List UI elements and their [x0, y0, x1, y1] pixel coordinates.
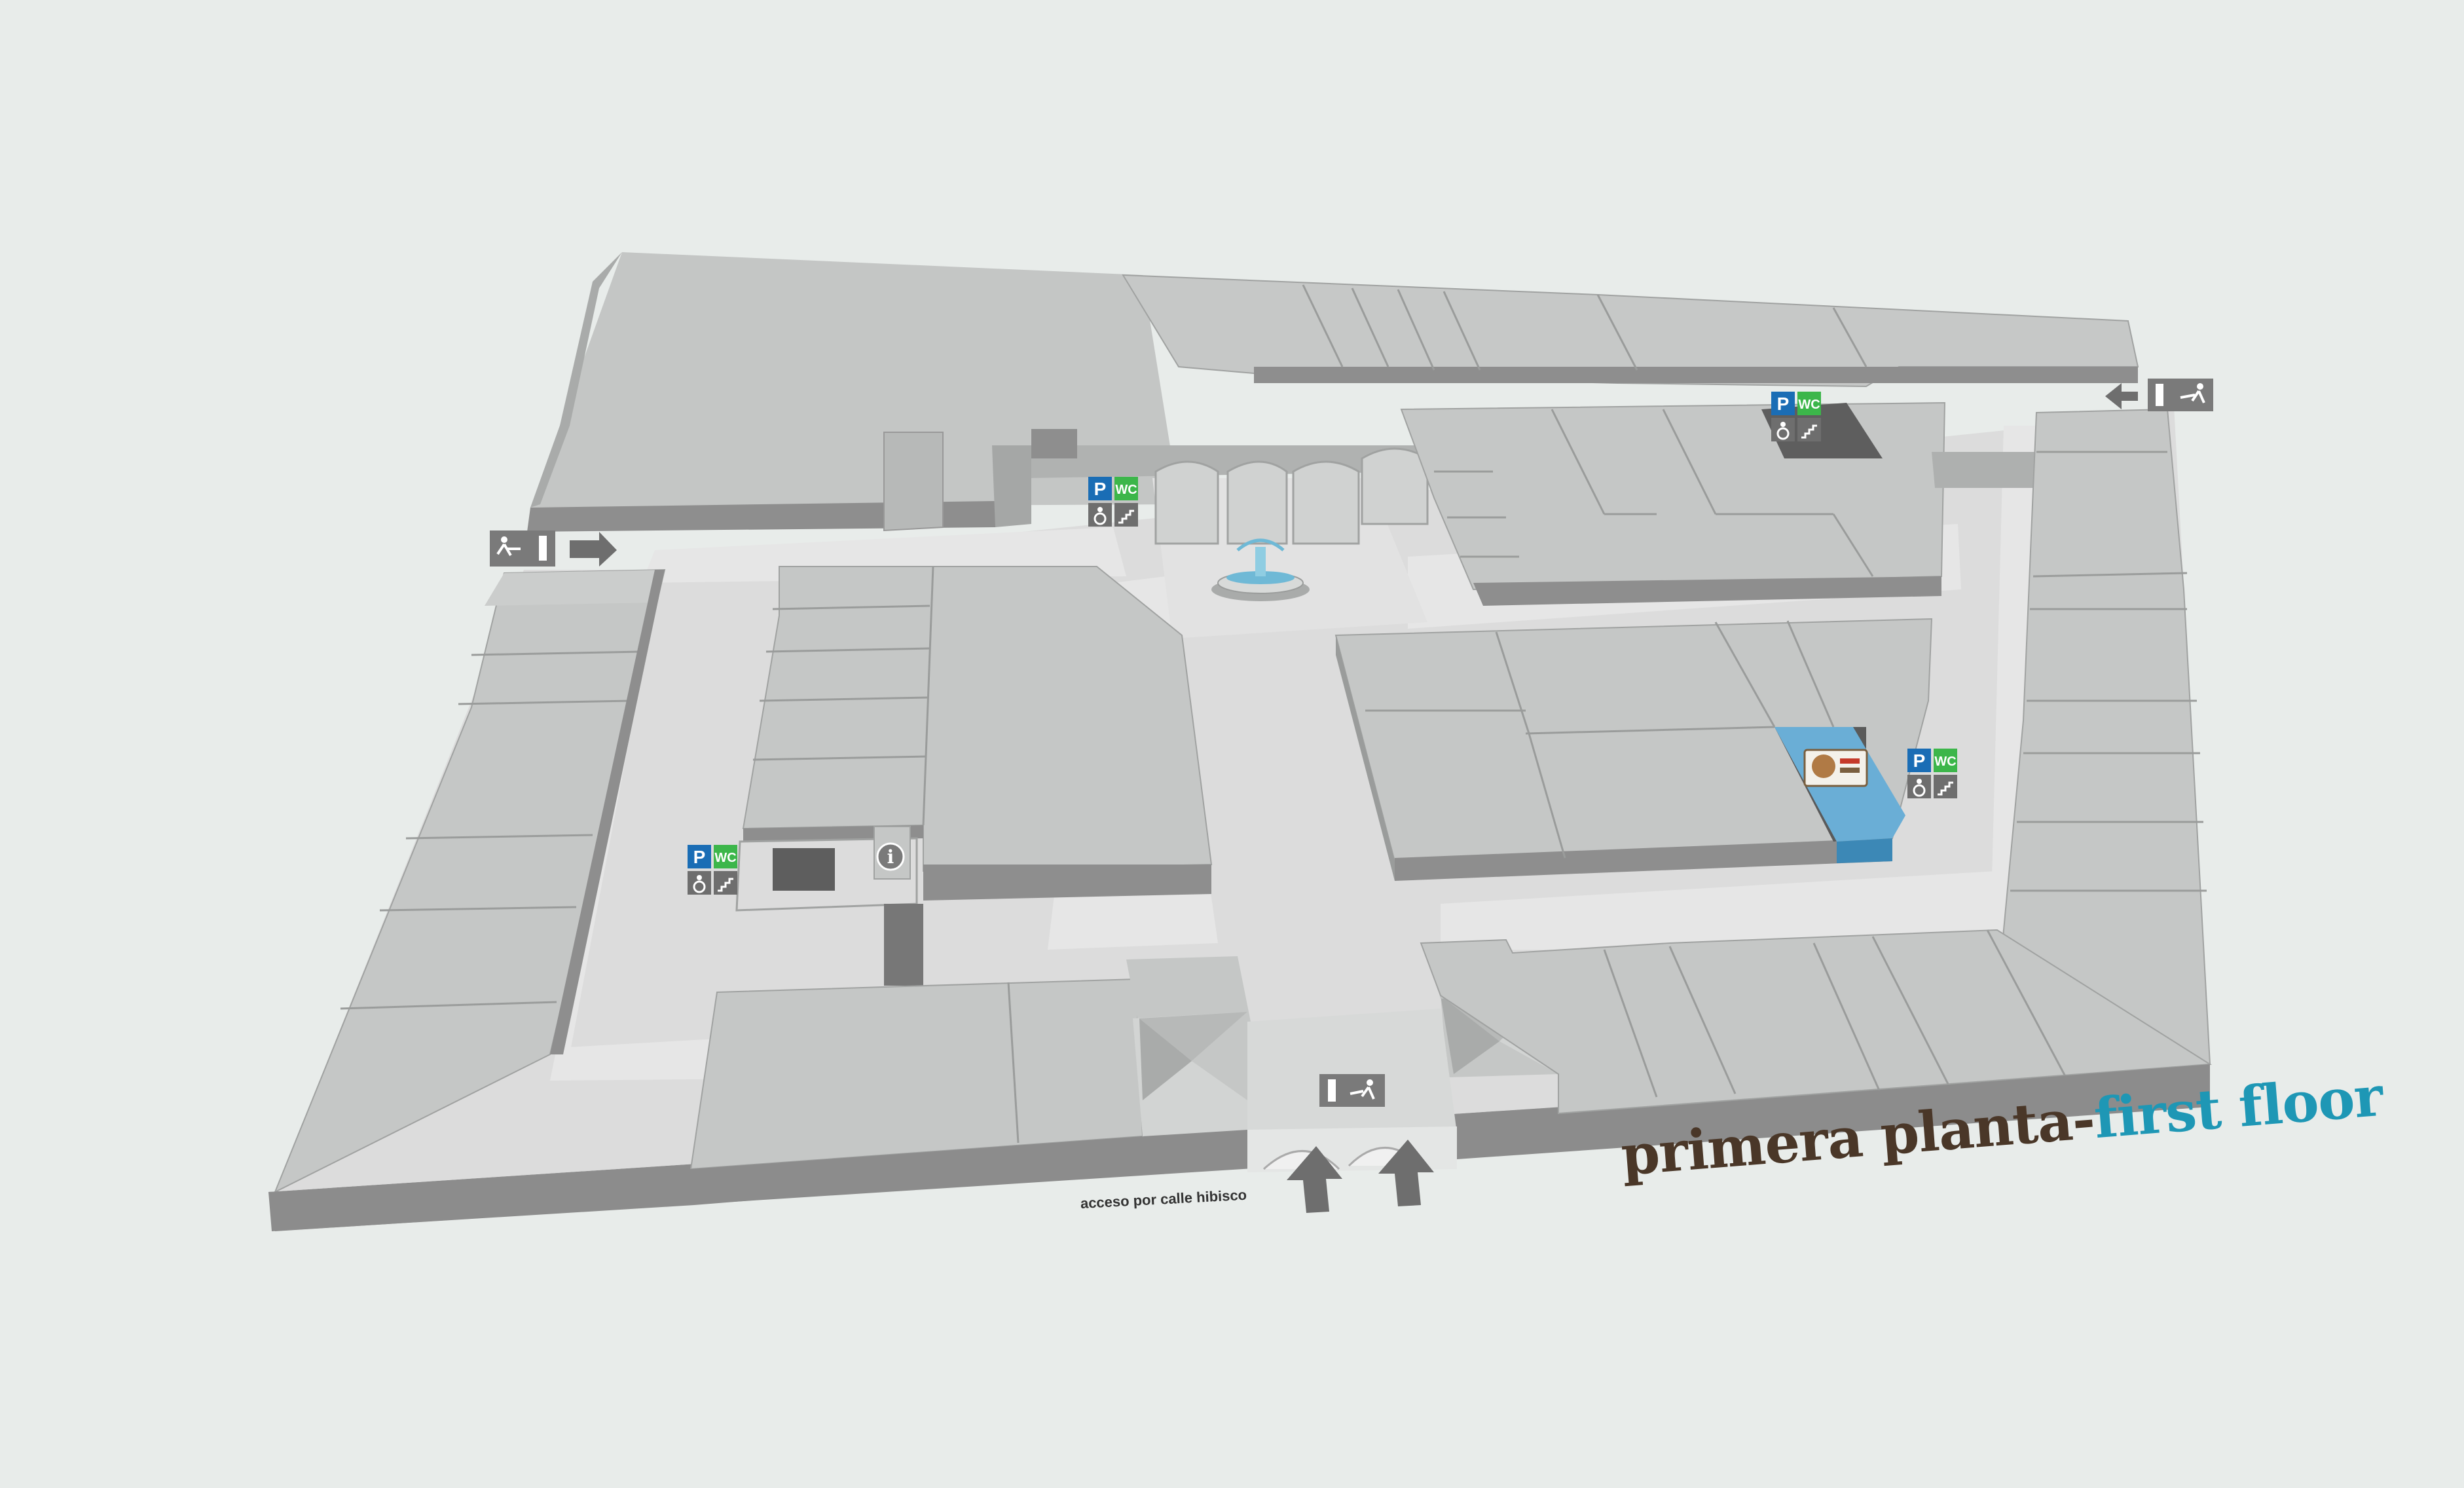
entrance-arrow-left-icon: [1287, 1146, 1342, 1213]
wc-icon: WC: [1115, 483, 1137, 497]
fountain-icon: [1211, 538, 1310, 601]
exit-sign-west: [490, 530, 617, 567]
entrance-arrow-right-icon: [1378, 1140, 1434, 1206]
exit-sign-south: [1319, 1074, 1385, 1107]
highlighted-store[interactable]: [1774, 727, 1905, 863]
wc-icon: WC: [1934, 754, 1956, 769]
service-cluster-east: P WC: [1907, 749, 1957, 798]
service-cluster-west: P WC: [688, 845, 737, 895]
arcade-plaza: [992, 429, 1434, 639]
stores-west-strip: [274, 568, 666, 1194]
stores-south-west: [690, 978, 1144, 1170]
building-northwest: [527, 252, 1179, 532]
building-central-west: [735, 566, 1213, 986]
slab-front-faces: [268, 1064, 2210, 1231]
parking-icon: P: [693, 847, 706, 867]
info-point[interactable]: i: [873, 826, 911, 880]
parking-icon: P: [1913, 751, 1926, 771]
info-icon: [876, 842, 905, 871]
service-cluster-north: P WC: [1088, 477, 1138, 527]
exit-sign-east: [2105, 379, 2213, 411]
building-northeast: [1400, 401, 2040, 606]
stores-north-strip: [1122, 274, 2139, 388]
parking-icon: P: [1777, 394, 1790, 414]
parking-icon: P: [1094, 479, 1107, 499]
stores-south-east: [1420, 929, 2213, 1115]
wc-icon: WC: [1798, 398, 1820, 412]
wc-icon: WC: [714, 851, 736, 865]
store-logo-icon: [1803, 749, 1868, 787]
svg-text:i: i: [887, 846, 894, 868]
service-cluster-northeast: P WC: [1771, 392, 1821, 441]
